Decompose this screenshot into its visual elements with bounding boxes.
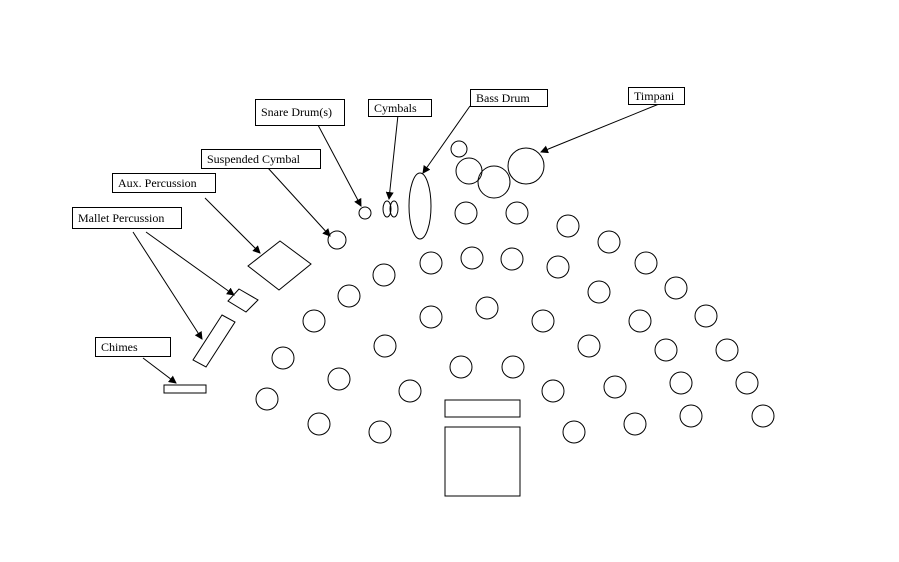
mallet-instrument: [227, 288, 259, 313]
bass-drum-label: Bass Drum: [470, 89, 548, 107]
cymbal: [382, 200, 392, 218]
player-seat: [368, 420, 392, 444]
arrow-mallet-2: [132, 231, 203, 340]
mallet-percussion-label: Mallet Percussion: [72, 207, 182, 229]
timpani-drum: [507, 147, 545, 185]
player-seat: [372, 263, 396, 287]
player-seat: [664, 276, 688, 300]
suspended-cymbal: [327, 230, 347, 250]
player-seat: [634, 251, 658, 275]
player-seat: [398, 379, 422, 403]
arrow-mallet-1: [145, 231, 235, 296]
player-seat: [302, 309, 326, 333]
arrow-cymbals: [385, 114, 399, 200]
player-seat: [501, 355, 525, 379]
player-seat: [628, 309, 652, 333]
player-seat: [419, 251, 443, 275]
chimes-instrument: [163, 384, 207, 394]
player-seat: [541, 379, 565, 403]
player-seat: [654, 338, 678, 362]
player-seat: [337, 284, 361, 308]
player-seat: [500, 247, 524, 271]
snare-drum-label: Snare Drum(s): [255, 99, 345, 126]
player-seat: [577, 334, 601, 358]
player-seat: [307, 412, 331, 436]
player-seat: [669, 371, 693, 395]
player-seat: [327, 367, 351, 391]
timpani-drum: [450, 140, 468, 158]
player-seat: [271, 346, 295, 370]
player-seat: [597, 230, 621, 254]
timpani-label: Timpani: [628, 87, 685, 105]
cymbals-label: Cymbals: [368, 99, 432, 117]
player-seat: [694, 304, 718, 328]
mallet-instrument: [192, 314, 236, 368]
bass-drum: [408, 172, 432, 240]
player-seat: [255, 387, 279, 411]
chimes-label: Chimes: [95, 337, 171, 357]
conductor-stand: [444, 399, 521, 418]
player-seat: [546, 255, 570, 279]
arrow-suspended-cymbal: [267, 167, 331, 237]
suspended-cymbal-label: Suspended Cymbal: [201, 149, 321, 169]
player-seat: [419, 305, 443, 329]
arrow-bass-drum: [422, 105, 471, 174]
player-seat: [735, 371, 759, 395]
player-seat: [531, 309, 555, 333]
player-seat: [449, 355, 473, 379]
player-seat: [562, 420, 586, 444]
aux-percussion-label: Aux. Percussion: [112, 173, 216, 193]
arrow-timpani: [540, 103, 660, 154]
arrow-snare: [317, 124, 362, 207]
player-seat: [587, 280, 611, 304]
player-seat: [505, 201, 529, 225]
player-seat: [623, 412, 647, 436]
conductor-podium: [444, 426, 521, 497]
player-seat: [556, 214, 580, 238]
player-seat: [603, 375, 627, 399]
player-seat: [475, 296, 499, 320]
timpani-drum: [477, 165, 511, 199]
arrow-aux-percussion: [204, 197, 261, 254]
player-seat: [373, 334, 397, 358]
arrow-chimes: [142, 357, 177, 384]
player-seat: [460, 246, 484, 270]
player-seat: [751, 404, 775, 428]
snare-drum: [358, 206, 372, 220]
player-seat: [715, 338, 739, 362]
cymbal: [389, 200, 399, 218]
player-seat: [679, 404, 703, 428]
aux-percussion-table: [247, 240, 312, 291]
player-seat: [454, 201, 478, 225]
